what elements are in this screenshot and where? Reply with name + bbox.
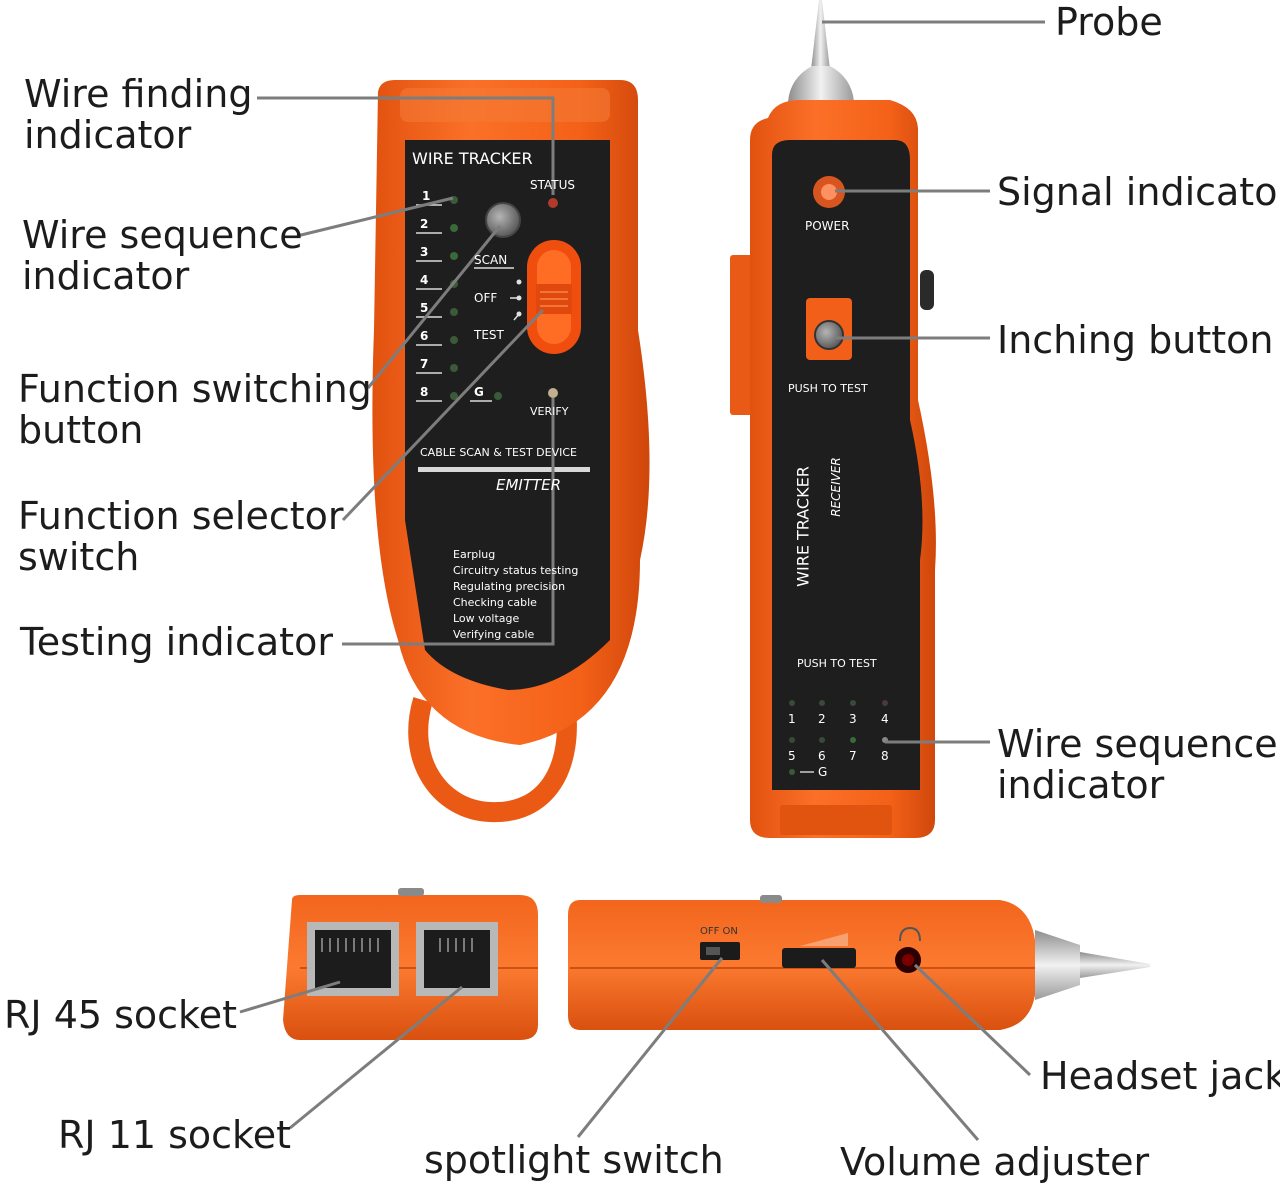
receiver-number-7: 7 xyxy=(849,749,857,763)
callout-function-selector-switch: Function selector switch xyxy=(18,494,344,579)
function-switching-button[interactable] xyxy=(485,202,521,238)
off-label: OFF xyxy=(474,291,498,305)
receiver-number-5: 5 xyxy=(788,749,796,763)
callout-wire-sequence-indicator-left: Wire sequence indicator xyxy=(22,213,303,298)
callout-rj45-socket: RJ 45 socket xyxy=(4,993,237,1037)
receiver-number-6: 6 xyxy=(818,749,826,763)
callout-wire-finding-indicator: Wire finding indicator xyxy=(24,72,253,157)
socket-end-device xyxy=(283,888,538,1040)
testing-led xyxy=(548,388,558,398)
verify-label: VERIFY xyxy=(530,405,569,418)
leader-lines xyxy=(239,20,1045,1141)
receiver-model: RECEIVER xyxy=(829,457,843,517)
receiver-number-4: 4 xyxy=(881,712,889,726)
receiver-number-2: 2 xyxy=(818,712,826,726)
callout-inching-button: Inching button xyxy=(997,318,1274,362)
headphone-icon xyxy=(899,926,921,942)
feature-6: Verifying cable xyxy=(453,628,535,641)
off-on-label: OFF ON xyxy=(700,926,738,937)
feature-1: Earplug xyxy=(453,548,496,561)
receiver-number-8: 8 xyxy=(881,749,889,763)
callout-volume-adjuster: Volume adjuster xyxy=(840,1140,1150,1184)
volume-adjuster[interactable] xyxy=(782,948,856,968)
feature-3: Regulating precision xyxy=(453,580,566,593)
wire-number-4: 4 xyxy=(420,273,429,287)
callout-rj11-socket: RJ 11 socket xyxy=(58,1113,291,1157)
feature-5: Low voltage xyxy=(453,612,520,625)
probe-tip xyxy=(811,0,830,70)
emitter-brand: WIRE TRACKER xyxy=(412,149,533,168)
callout-headset-jack: Headset jack xyxy=(1040,1054,1280,1098)
feature-4: Checking cable xyxy=(453,596,537,609)
ground-label: G xyxy=(474,385,484,399)
push-to-test-top: PUSH TO TEST xyxy=(788,382,868,395)
receiver-sequence-leds xyxy=(789,700,888,775)
receiver-number-3: 3 xyxy=(849,712,857,726)
callout-wire-sequence-indicator-right: Wire sequence indicator xyxy=(997,722,1278,807)
wire-number-6: 6 xyxy=(420,329,429,343)
wire-number-7: 7 xyxy=(420,357,429,371)
callout-signal-indicator: Signal indicator xyxy=(997,170,1280,214)
push-to-test-bottom: PUSH TO TEST xyxy=(797,657,877,670)
power-label: POWER xyxy=(805,219,850,233)
scan-label: SCAN xyxy=(474,253,508,267)
status-label: STATUS xyxy=(530,178,576,192)
status-led xyxy=(548,198,558,208)
receiver-ground-label: G xyxy=(818,765,828,779)
callout-probe: Probe xyxy=(1055,0,1163,44)
wire-number-1: 1 xyxy=(422,189,431,203)
emitter-device xyxy=(372,80,650,823)
callout-testing-indicator: Testing indicator xyxy=(20,620,333,664)
receiver-brand: WIRE TRACKER xyxy=(793,466,813,587)
wire-number-8: 8 xyxy=(420,385,429,399)
test-label: TEST xyxy=(474,328,504,342)
wire-number-3: 3 xyxy=(420,245,429,259)
callout-function-switching-button: Function switching button xyxy=(18,367,372,452)
receiver-number-1: 1 xyxy=(788,712,796,726)
receiver-side-device xyxy=(568,895,1150,1030)
device-description: CABLE SCAN & TEST DEVICE xyxy=(420,446,578,459)
receiver-device xyxy=(730,0,936,838)
wire-number-2: 2 xyxy=(420,217,429,231)
emitter-model: EMITTER xyxy=(496,476,562,494)
wire-number-5: 5 xyxy=(420,301,429,315)
feature-2: Circuitry status testing xyxy=(453,564,579,577)
callout-spotlight-switch: spotlight switch xyxy=(424,1138,724,1182)
